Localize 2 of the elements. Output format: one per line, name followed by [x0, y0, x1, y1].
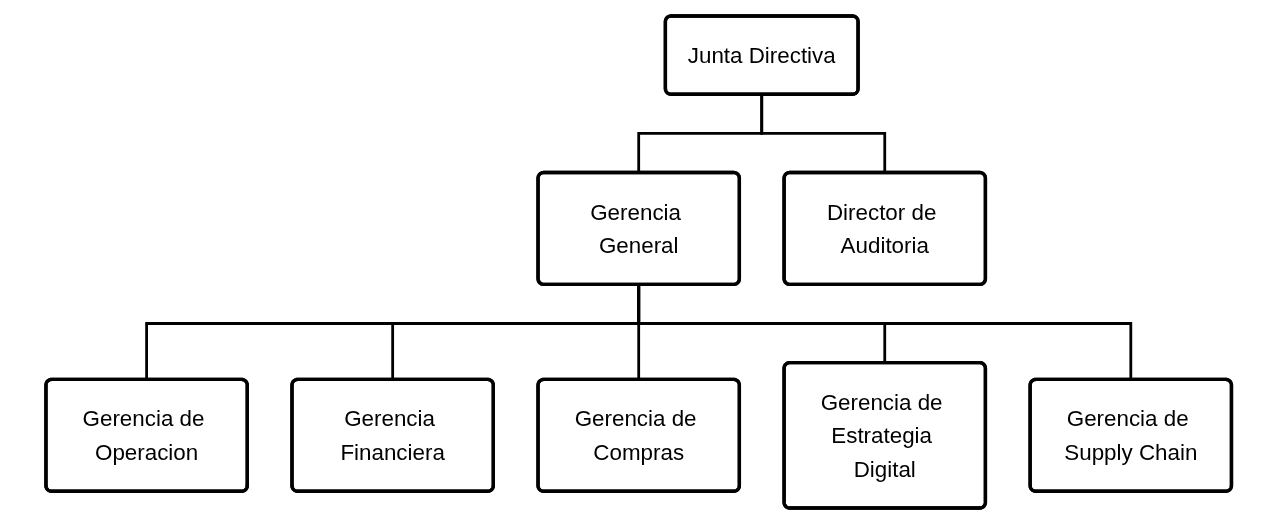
connector: [637, 284, 1132, 380]
connector: [760, 94, 886, 173]
